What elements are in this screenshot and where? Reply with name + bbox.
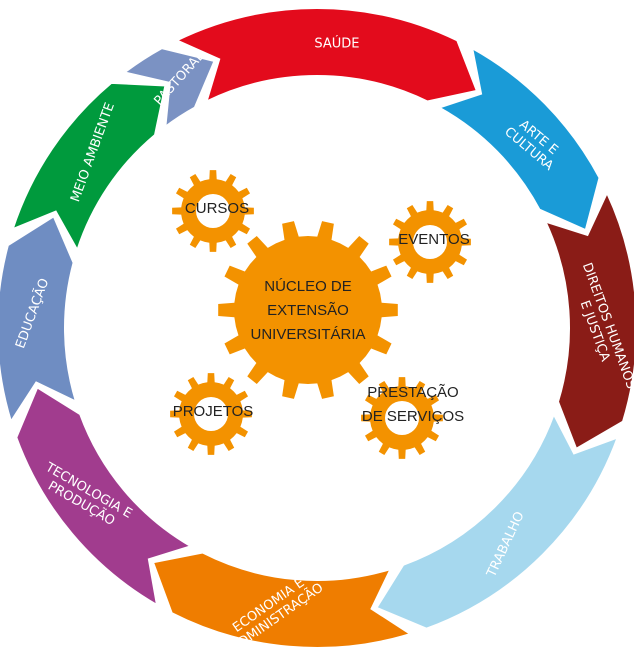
ring-segment-educacao: EDUCAÇÃO [0, 214, 78, 424]
ring-arrow-tecnologia-e-producao [15, 385, 194, 608]
ring-arrow-economia-e-administracao [151, 551, 413, 649]
gear-projetos-label: PROJETOS [173, 403, 254, 420]
ring-arrow-meio-ambiente [11, 81, 167, 253]
gear-prestacao-de-servicos: PRESTAÇÃO DE SERVIÇOS [361, 377, 464, 459]
gear-cursos: CURSOS [172, 170, 254, 252]
ring-label-line: SAÚDE [314, 36, 359, 52]
ring-arrow-saude [174, 7, 479, 104]
ring-arrow-trabalho [374, 411, 620, 630]
gear-label-line: EXTENSÃO [267, 302, 349, 319]
ring-segment-trabalho: TRABALHO [374, 411, 620, 630]
ring-segment-direitos-humanos-e-justica: DIREITOS HUMANOSE JUSTIÇA [543, 190, 634, 451]
ring-arrow-arte-e-cultura [436, 46, 601, 232]
gear-prestacao-de-servicos-label: PRESTAÇÃO DE SERVIÇOS [362, 384, 464, 425]
gear-cursos-label: CURSOS [185, 200, 249, 217]
gear-eventos-label: EVENTOS [398, 231, 469, 248]
ring-arrow-direitos-humanos-e-justica [543, 190, 634, 451]
ring-segment-meio-ambiente: MEIO AMBIENTE [11, 81, 167, 253]
gear-label-line: PRESTAÇÃO [367, 384, 458, 401]
gear-projetos-hole [194, 397, 228, 431]
main-gear-label: NÚCLEO DE EXTENSÃO UNIVERSITÁRIA [250, 278, 365, 343]
gear-label-line: NÚCLEO DE [264, 278, 352, 295]
gear-label-line: CURSOS [185, 200, 249, 217]
gear-label-line: PROJETOS [173, 403, 254, 420]
ring-segment-pastoral: PASTORAL [122, 47, 216, 129]
ring-label-saude: SAÚDE [314, 36, 359, 52]
gear-cursos-hole [196, 194, 230, 228]
gear-label-line: UNIVERSITÁRIA [250, 326, 365, 343]
gear-eventos: EVENTOS [389, 201, 471, 283]
gear-prestacao-de-servicos-hole [385, 401, 419, 435]
gear-eventos-hole [413, 225, 447, 259]
gear-cluster: NÚCLEO DE EXTENSÃO UNIVERSITÁRIA CURSOS EVEN… [170, 170, 471, 459]
ring-arrow-educacao [0, 214, 78, 424]
ring-segment-saude: SAÚDE [174, 7, 479, 104]
ring-segment-economia-e-administracao: ECONOMIA EADMINISTRAÇÃO [151, 551, 413, 651]
main-gear-icon [218, 221, 398, 399]
gear-label-line: DE SERVIÇOS [362, 408, 464, 425]
ring-arrow-pastoral [122, 47, 216, 129]
ring-segment-arte-e-cultura: ARTE ECULTURA [436, 46, 601, 232]
main-gear: NÚCLEO DE EXTENSÃO UNIVERSITÁRIA [218, 221, 398, 399]
gear-projetos: PROJETOS [170, 373, 253, 455]
ring-segment-tecnologia-e-producao: TECNOLOGIA EPRODUÇÃO [15, 385, 194, 608]
gear-label-line: EVENTOS [398, 231, 469, 248]
